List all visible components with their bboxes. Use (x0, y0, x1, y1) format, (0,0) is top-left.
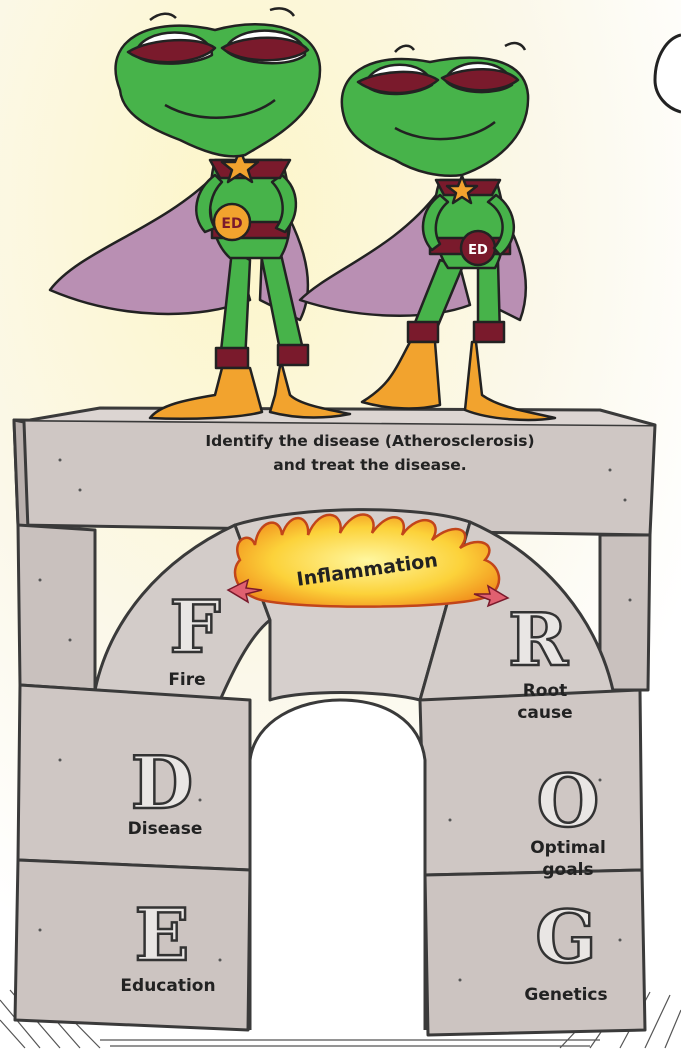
label-root: Root (523, 681, 568, 701)
letter-F: F (169, 584, 220, 669)
arch-opening (250, 700, 425, 1030)
label-disease: Disease (128, 819, 203, 839)
right-frog-badge-text: ED (468, 243, 488, 258)
slab-side (14, 420, 28, 530)
label-goals: goals (542, 860, 593, 880)
block-E (15, 860, 250, 1030)
label-cause: cause (517, 703, 572, 723)
letter-E: E (135, 892, 190, 977)
left-upper-side-block (18, 525, 95, 690)
letter-G: G (535, 894, 597, 979)
left-frog-badge-text: ED (221, 216, 242, 232)
label-genetics: Genetics (524, 985, 607, 1005)
keystone-line-2: and treat the disease. (273, 456, 466, 474)
letter-D: D (131, 740, 193, 825)
letter-O: O (537, 758, 600, 843)
label-optimal: Optimal (530, 838, 606, 858)
keystone-line-1: Identify the disease (Atherosclerosis) (205, 432, 534, 450)
letter-R: R (508, 597, 569, 682)
label-education: Education (120, 976, 215, 996)
label-fire: Fire (168, 670, 205, 690)
